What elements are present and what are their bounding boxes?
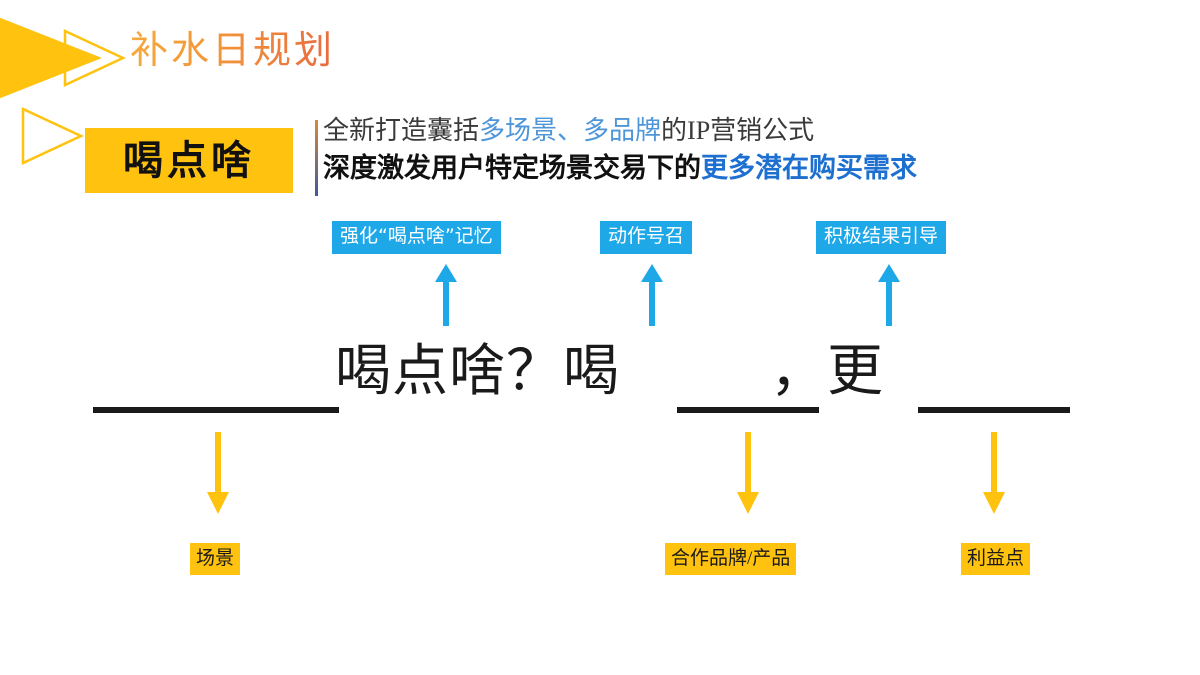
subtitle-line-2: 深度激发用户特定场景交易下的更多潜在购买需求 xyxy=(323,150,1123,186)
brand-name-label: 喝点啥 xyxy=(123,137,255,184)
subtitle-line-2-highlight: 更多潜在购买需求 xyxy=(701,153,917,183)
formula-blank-rule-3 xyxy=(918,407,1070,413)
callout-label-call-to-action: 动作号召 xyxy=(600,221,693,254)
subtitle-line-1-part-2: 的IP营销公式 xyxy=(661,116,815,145)
subtitle-divider xyxy=(315,120,318,196)
triangle-right-outline-icon-top xyxy=(63,29,126,87)
formula-blank-rule-1 xyxy=(93,407,339,413)
arrow-up-icon-3 xyxy=(878,264,900,326)
brand-name-box: 喝点啥 xyxy=(85,128,293,193)
formula-segment-2: ，更 xyxy=(770,341,884,403)
callout-label-reinforce-memory: 强化“喝点啥”记忆 xyxy=(332,221,501,254)
tag-label-partner-brand-product: 合作品牌/产品 xyxy=(665,543,797,575)
triangle-right-solid-icon xyxy=(0,0,102,122)
subtitle-line-1-highlight: 多场景、多品牌 xyxy=(479,116,662,145)
tag-label-benefit-point: 利益点 xyxy=(961,543,1031,575)
arrow-up-icon-2 xyxy=(641,264,663,326)
formula-text: 喝点啥？喝 ，更 xyxy=(335,332,1034,412)
arrow-down-icon-2 xyxy=(737,432,759,514)
arrow-down-icon-1 xyxy=(207,432,229,514)
triangle-right-outline-icon-bottom xyxy=(21,107,84,165)
formula-blank-rule-2 xyxy=(677,407,819,413)
tag-label-scene: 场景 xyxy=(190,543,241,575)
formula-segment-1: 喝点啥？喝 xyxy=(335,341,620,403)
page-title: 补水日规划 xyxy=(130,28,335,76)
arrow-up-icon-1 xyxy=(435,264,457,326)
formula-row: 喝点啥？喝 ，更 xyxy=(90,332,1090,422)
subtitle-block: 全新打造囊括多场景、多品牌的IP营销公式 深度激发用户特定场景交易下的更多潜在购… xyxy=(323,114,1123,186)
callout-label-positive-result: 积极结果引导 xyxy=(816,221,947,254)
subtitle-line-1-part-1: 全新打造囊括 xyxy=(323,116,480,145)
subtitle-line-1: 全新打造囊括多场景、多品牌的IP营销公式 xyxy=(323,114,1123,148)
arrow-down-icon-3 xyxy=(983,432,1005,514)
subtitle-line-2-part-1: 深度激发用户特定场景交易下的 xyxy=(323,153,701,183)
